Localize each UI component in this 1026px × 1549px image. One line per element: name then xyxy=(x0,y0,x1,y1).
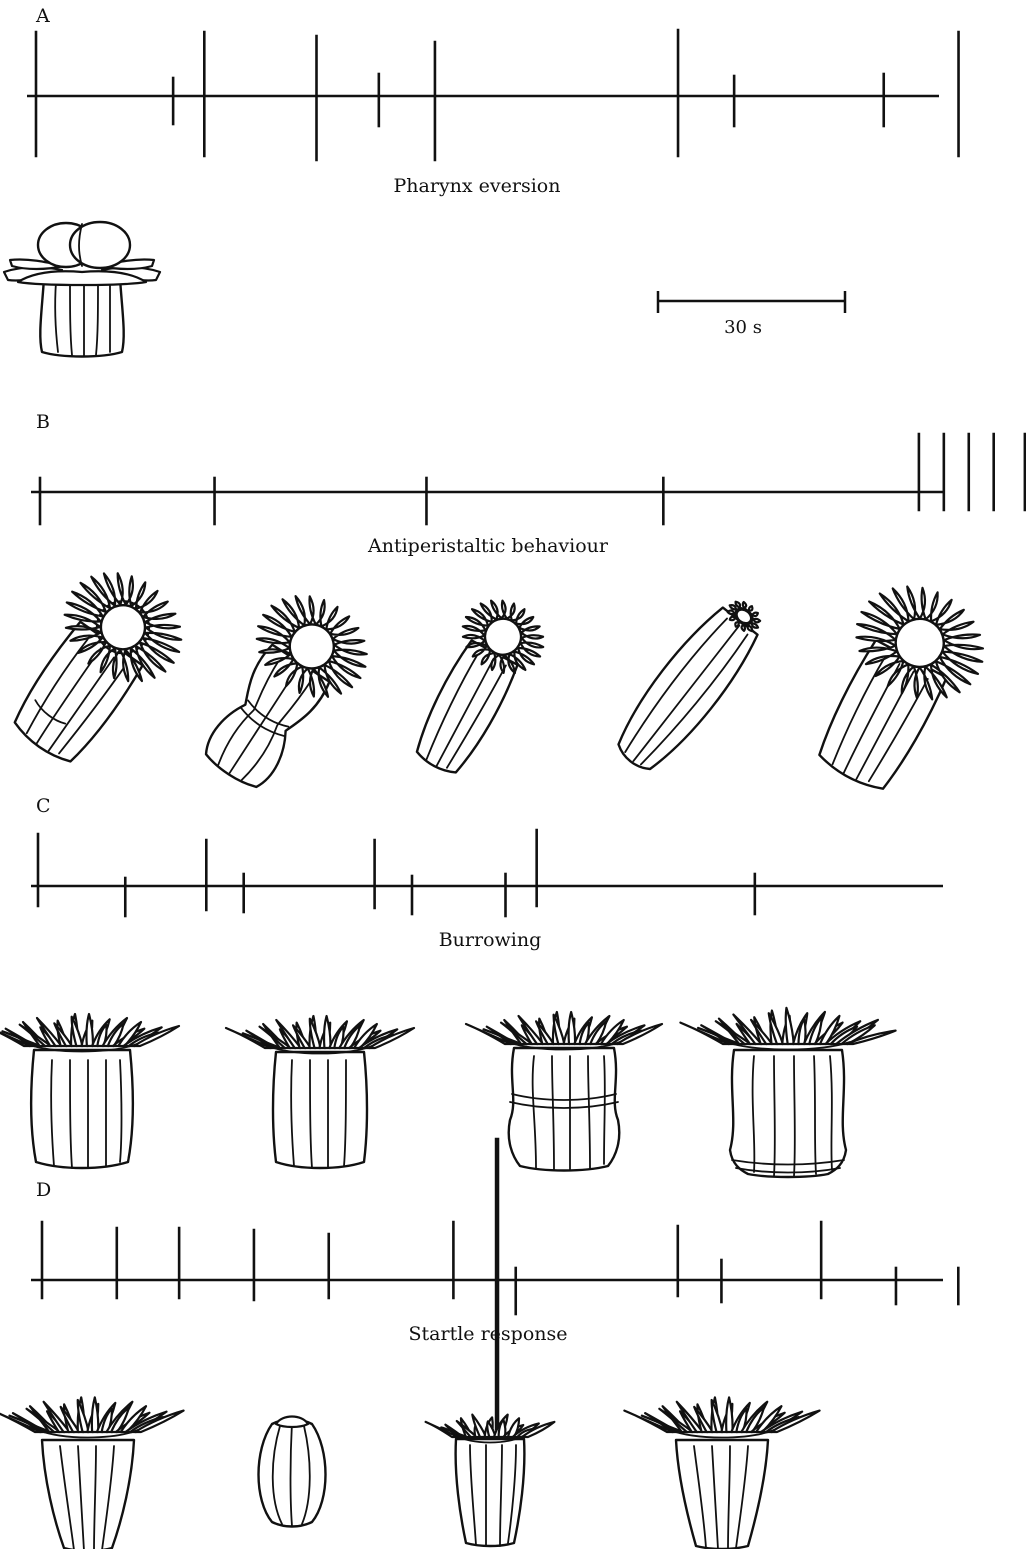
panel-c: C Burrowing xyxy=(0,795,1026,1177)
anemone-b1-illustration xyxy=(0,551,202,782)
panel-a-caption: Pharynx eversion xyxy=(394,175,561,197)
panel-d-caption: Startle response xyxy=(409,1323,568,1345)
panel-d-letter: D xyxy=(36,1179,51,1201)
panel-b-caption: Antiperistaltic behaviour xyxy=(367,535,609,557)
panel-b: B Antiperistaltic behaviour xyxy=(0,411,1026,808)
panel-a-letter: A xyxy=(35,5,50,27)
anemone-pharynx-everted-illustration xyxy=(4,222,160,357)
panel-b-letter: B xyxy=(36,411,50,433)
panel-c-letter: C xyxy=(36,795,51,817)
anemone-c1-illustration xyxy=(0,1014,179,1168)
anemone-d4-illustration xyxy=(624,1397,819,1549)
anemone-d1-illustration xyxy=(0,1397,184,1549)
anemone-b4-illustration xyxy=(606,587,776,780)
scale-bar-label: 30 s xyxy=(724,317,762,338)
anemone-b2-illustration xyxy=(180,575,386,806)
anemone-d3-illustration xyxy=(426,1415,555,1546)
panel-c-caption: Burrowing xyxy=(439,929,542,951)
panel-d-ticks xyxy=(42,1140,1026,1428)
anemone-c4-illustration xyxy=(680,1008,895,1177)
anemone-c2-illustration xyxy=(226,1016,414,1168)
panel-b-ticks xyxy=(40,434,1026,524)
anemone-b5-illustration xyxy=(790,565,1003,808)
panel-c-ticks xyxy=(38,830,1026,916)
scale-bar: 30 s xyxy=(658,291,845,338)
panel-d: D Startle response xyxy=(0,1140,1026,1549)
anemone-b3-illustration xyxy=(397,587,556,786)
anemone-d2-illustration xyxy=(259,1417,326,1527)
panel-a: A Pharynx eversion 30 s xyxy=(4,5,1026,357)
